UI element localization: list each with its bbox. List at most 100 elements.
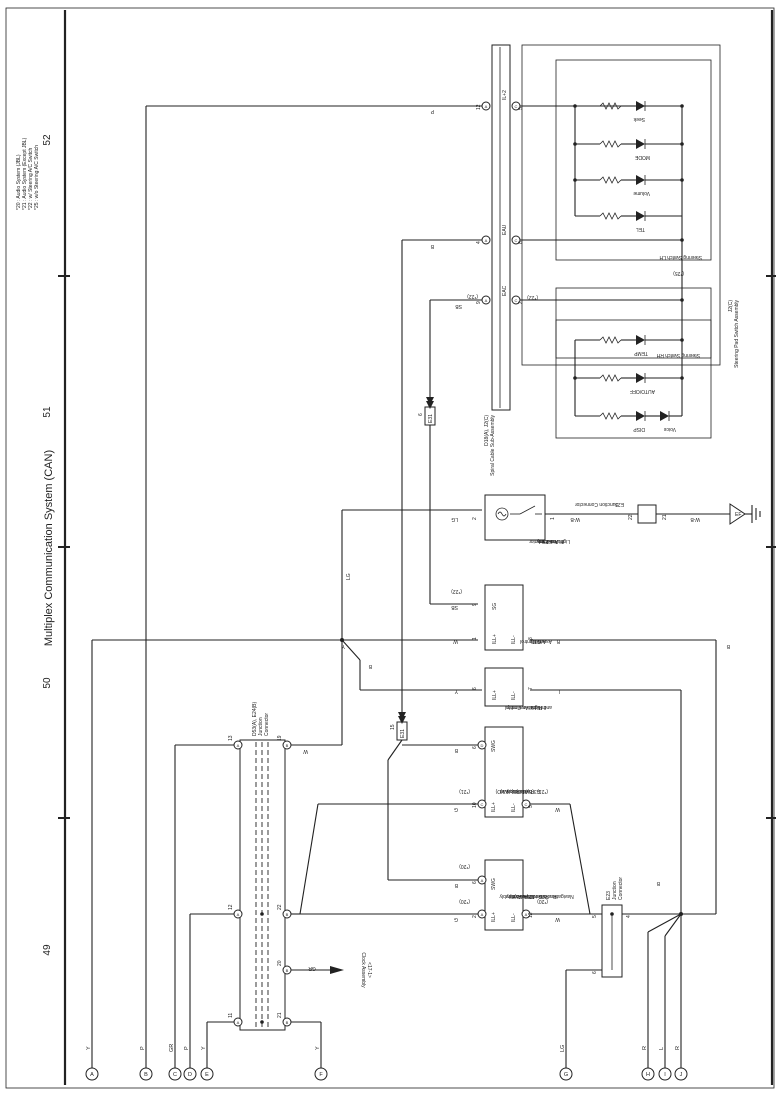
svg-text:A: A (237, 743, 240, 748)
svg-text:W: W (555, 916, 560, 922)
junction-connector-e25: 22 21 W-B E25 Junction Connector (575, 501, 700, 524)
wire-labels: Y LG W B P B SB (*22) B B (303, 108, 730, 886)
svg-text:P: P (184, 1046, 190, 1050)
steering-switch-rh-switches: TEMP AUTO/OFF DISP Voice (575, 335, 682, 432)
svg-text:B: B (368, 663, 372, 669)
junction-connector-e23: 5 6 4 E23 Junction Connector (592, 877, 632, 978)
svg-text:Y: Y (315, 1046, 321, 1050)
svg-text:and Panel Assembly: and Panel Assembly (506, 704, 552, 710)
svg-text:SG: SG (492, 603, 498, 610)
svg-text:A: A (485, 298, 488, 303)
svg-text:B: B (454, 747, 458, 753)
svg-text:TEL: TEL (636, 226, 645, 232)
svg-text:ILL-: ILL- (511, 803, 517, 812)
svg-text:2: 2 (472, 915, 478, 918)
svg-text:B: B (286, 968, 289, 973)
steering-pad-switch-assembly: J2(C) Steering Pad Switch Assembly (*25) (521, 44, 740, 368)
svg-text:6: 6 (472, 881, 478, 884)
svg-text:4: 4 (476, 241, 482, 244)
svg-text:D: D (188, 1072, 192, 1078)
svg-text:LG: LG (346, 573, 352, 580)
svg-text:AUTO/OFF: AUTO/OFF (630, 388, 655, 394)
page-number-49: 49 (42, 944, 53, 956)
svg-text:Radio Receiver Assembly: Radio Receiver Assembly (499, 893, 556, 899)
svg-text:Y: Y (201, 1046, 207, 1050)
svg-text:Light Assembly: Light Assembly (536, 538, 570, 544)
svg-text:*21 : Audio System (Except JBL: *21 : Audio System (Except JBL) (22, 137, 28, 210)
svg-text:B: B (726, 643, 730, 649)
svg-text:A: A (525, 912, 528, 917)
svg-text:Junction: Junction (258, 717, 264, 736)
svg-text:W: W (303, 748, 308, 754)
svg-text:<17-1>: <17-1> (366, 962, 372, 978)
svg-text:D: D (481, 743, 484, 748)
svg-text:A: A (485, 238, 488, 243)
svg-text:W: W (453, 638, 458, 644)
switch-volume: Volume (575, 175, 682, 196)
svg-text:21: 21 (662, 514, 668, 520)
svg-text:H: H (646, 1072, 650, 1078)
svg-text:B: B (430, 243, 434, 249)
svg-text:C: C (481, 802, 484, 807)
svg-text:6: 6 (592, 971, 598, 974)
svg-text:(*21): (*21) (537, 788, 548, 794)
svg-text:R: R (642, 1046, 648, 1050)
svg-text:GR: GR (308, 965, 316, 971)
svg-text:A: A (481, 878, 484, 883)
svg-text:*22 : w/ Steering A/C Switch: *22 : w/ Steering A/C Switch (28, 148, 34, 210)
svg-text:15: 15 (390, 724, 396, 730)
integration-control-panel-e19: ILL+ ILL- 6 7 Y L E19 Integration Contro… (454, 667, 560, 710)
diagram-title: Multiplex Communication System (CAN) (43, 450, 55, 646)
svg-text:6: 6 (418, 413, 424, 416)
svg-text:E19: E19 (531, 704, 540, 710)
svg-text:B: B (286, 1020, 289, 1025)
svg-text:12: 12 (476, 104, 482, 110)
svg-text:Steering Pad Switch Assembly: Steering Pad Switch Assembly (734, 300, 740, 368)
svg-text:10: 10 (472, 802, 478, 808)
left-terminals: A Y B P C GR D P E Y F Y G LG H R I L J … (85, 106, 688, 1081)
svg-text:*25 : w/o Steering A/C Switch: *25 : w/o Steering A/C Switch (34, 145, 40, 210)
svg-text:P: P (430, 108, 434, 114)
svg-text:GR: GR (169, 1044, 175, 1052)
svg-text:L: L (557, 688, 560, 694)
svg-text:E: E (205, 1072, 209, 1078)
svg-text:EF: EF (735, 512, 741, 518)
svg-text:J: J (680, 1072, 683, 1078)
svg-text:Y: Y (341, 643, 345, 649)
svg-text:E23: E23 (606, 891, 612, 900)
svg-text:E31: E31 (428, 414, 434, 423)
svg-text:Seek: Seek (633, 116, 645, 122)
svg-text:SB: SB (451, 604, 458, 610)
page-number-52: 52 (42, 134, 53, 146)
svg-text:Integration Control: Integration Control (505, 704, 546, 710)
svg-text:Y: Y (454, 688, 458, 694)
svg-text:ILL+: ILL+ (491, 912, 497, 922)
svg-text:22: 22 (628, 514, 634, 520)
svg-text:No. 2 Interior: No. 2 Interior (529, 538, 558, 544)
steering-switch-rh: Steering Switch RH (520, 287, 712, 416)
main-wiring (92, 105, 717, 971)
svg-text:B: B (556, 638, 560, 644)
svg-text:C: C (515, 298, 518, 303)
svg-text:13: 13 (228, 735, 234, 741)
svg-text:6: 6 (472, 746, 478, 749)
svg-text:B: B (144, 1072, 148, 1078)
switch-tel: TEL (575, 211, 682, 232)
svg-text:(*20): (*20) (459, 898, 470, 904)
svg-text:L: L (659, 1047, 665, 1050)
svg-text:G: G (454, 916, 458, 922)
svg-text:Y: Y (86, 1046, 92, 1050)
switch-seek: Seek (575, 101, 682, 122)
switch-auto-off: AUTO/OFF (575, 373, 682, 394)
svg-text:E31: E31 (400, 729, 406, 738)
svg-text:5: 5 (592, 915, 598, 918)
svg-text:Assembly: Assembly (530, 638, 552, 644)
svg-text:A: A (481, 912, 484, 917)
connector-e31-b: E31 15 (390, 721, 408, 741)
svg-text:E13: E13 (543, 538, 552, 544)
svg-text:Navigation Receiver Assembly: Navigation Receiver Assembly (506, 893, 574, 899)
svg-text:12: 12 (528, 912, 534, 918)
svg-text:Spiral Cable Sub-Assembly: Spiral Cable Sub-Assembly (490, 415, 496, 476)
svg-text:C: C (515, 238, 518, 243)
